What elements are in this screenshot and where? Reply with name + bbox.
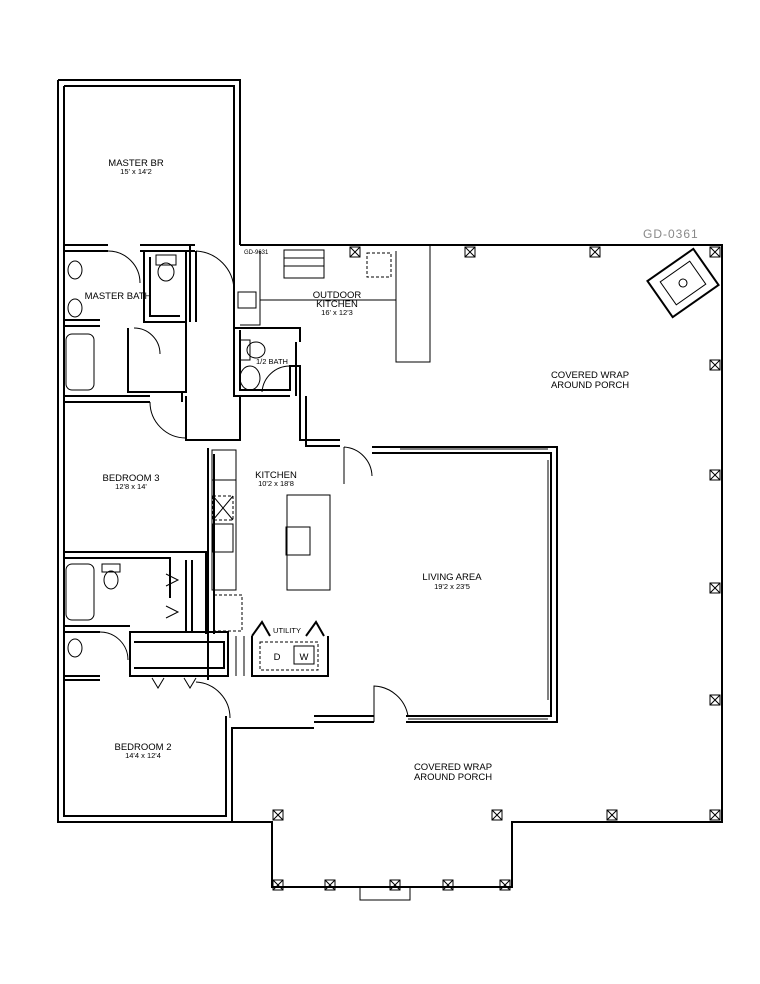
- bedroom3-dims: 12'8 x 14': [115, 482, 147, 491]
- bathtub-icon: [65, 563, 95, 621]
- post-icon: [709, 469, 721, 481]
- kitchen-sink-icon: [212, 523, 234, 553]
- washer-icon: [293, 645, 315, 665]
- porch-outline: [232, 244, 723, 901]
- fridge-icon: [213, 594, 243, 632]
- plan-code: GD-0361: [643, 227, 699, 241]
- post-icon: [349, 246, 361, 258]
- post-icon: [464, 246, 476, 258]
- post-icon: [709, 809, 721, 821]
- kitchen-island: [286, 494, 331, 591]
- living-area-walls: [314, 446, 558, 723]
- post-icon: [272, 809, 284, 821]
- dryer-label: D: [274, 652, 281, 663]
- porch-posts: [272, 246, 721, 891]
- grill-icon: [283, 249, 325, 279]
- porch-label-1: COVERED WRAP: [551, 370, 629, 381]
- outdoor-kitchen-label-1: OUTDOOR: [313, 290, 362, 301]
- post-icon: [606, 809, 618, 821]
- master-br-dims: 15' x 14'2: [120, 167, 152, 176]
- sub-code: GD-9631: [244, 250, 269, 256]
- post-icon: [589, 246, 601, 258]
- sink-icon: [67, 298, 83, 318]
- kitchen-dims: 10'2 x 18'8: [258, 479, 294, 488]
- porch-label-2: AROUND PORCH: [551, 380, 629, 391]
- sink-icon: [67, 260, 83, 280]
- fridge-icon: [366, 252, 392, 278]
- sink-icon: [67, 638, 83, 658]
- front-porch-label-1: COVERED WRAP: [414, 762, 492, 773]
- post-icon: [272, 879, 284, 891]
- bathtub-icon: [65, 333, 95, 391]
- toilet-icon: [155, 254, 177, 266]
- living-area-dims: 19'2 x 23'5: [434, 582, 470, 591]
- dishwasher-icon: [212, 495, 234, 521]
- sink-icon: [239, 365, 261, 391]
- toilet-icon: [101, 563, 121, 573]
- room-labels: GD-9631 MASTER BR 15' x 14'2 MASTER BATH…: [85, 158, 630, 783]
- post-icon: [709, 359, 721, 371]
- master-br-label: MASTER BR: [108, 158, 164, 169]
- outdoor-kitchen-fixtures: [237, 247, 720, 319]
- living-area-label: LIVING AREA: [422, 572, 482, 583]
- master-bath-label: MASTER BATH: [85, 291, 152, 302]
- front-porch-label-2: AROUND PORCH: [414, 772, 492, 783]
- post-icon: [499, 879, 511, 891]
- post-icon: [709, 694, 721, 706]
- cooktop-icon: [285, 526, 311, 556]
- post-icon: [442, 879, 454, 891]
- sink-icon: [237, 291, 257, 309]
- half-bath-label: 1/2 BATH: [256, 357, 288, 366]
- fireplace-icon: [646, 247, 720, 319]
- post-icon: [709, 582, 721, 594]
- outdoor-kitchen-label-2: KITCHEN: [316, 299, 358, 310]
- fixtures: [65, 254, 331, 677]
- post-icon: [324, 879, 336, 891]
- kitchen-label: KITCHEN: [255, 470, 297, 481]
- toilet-icon: [246, 341, 266, 359]
- outdoor-kitchen-dims: 16' x 12'3: [321, 308, 353, 317]
- bedroom2-dims: 14'4 x 12'4: [125, 751, 161, 760]
- utility-label: UTILITY: [273, 626, 301, 635]
- bedroom2-label: BEDROOM 2: [114, 742, 171, 753]
- post-icon: [709, 246, 721, 258]
- exterior-walls: [57, 79, 373, 823]
- post-icon: [491, 809, 503, 821]
- washer-label: W: [300, 652, 309, 663]
- bedroom3-label: BEDROOM 3: [102, 473, 159, 484]
- post-icon: [389, 879, 401, 891]
